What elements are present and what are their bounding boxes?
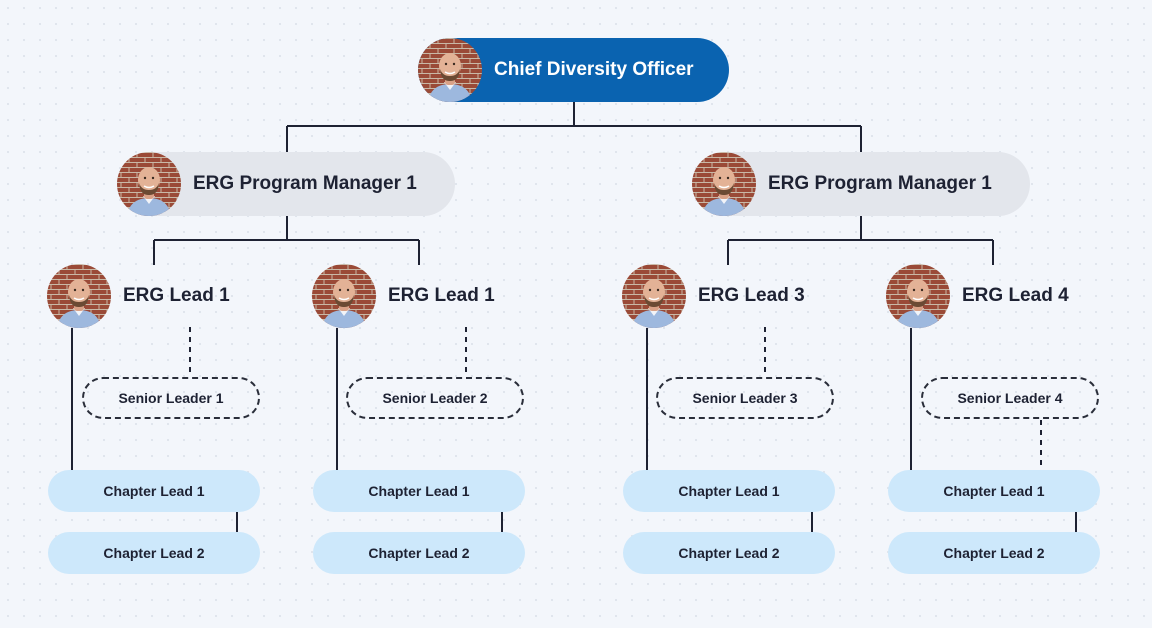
lead-node-2[interactable]: ERG Lead 1 (312, 264, 532, 328)
lead-1-title: ERG Lead 1 (123, 285, 230, 306)
senior-leader-3[interactable]: Senior Leader 3 (656, 377, 834, 419)
lead-node-4[interactable]: ERG Lead 4 (886, 264, 1106, 328)
lead-3-avatar (622, 264, 686, 328)
lead-4-avatar (886, 264, 950, 328)
chapter-lead-2-1[interactable]: Chapter Lead 1 (313, 470, 525, 512)
senior-leader-1[interactable]: Senior Leader 1 (82, 377, 260, 419)
connector-manager-1-leads (153, 216, 420, 265)
lead-node-1[interactable]: ERG Lead 1 (47, 264, 267, 328)
cdo-node[interactable]: Chief Diversity Officer (418, 38, 729, 102)
chapter-lead-1-2[interactable]: Chapter Lead 2 (48, 532, 260, 574)
dashed-senior-links (189, 327, 1042, 470)
chapter-lead-3-2[interactable]: Chapter Lead 2 (623, 532, 835, 574)
chapter-lead-4-2[interactable]: Chapter Lead 2 (888, 532, 1100, 574)
cdo-avatar (418, 38, 482, 102)
senior-leader-4[interactable]: Senior Leader 4 (921, 377, 1099, 419)
chapter-lead-2-2[interactable]: Chapter Lead 2 (313, 532, 525, 574)
manager-2-avatar (692, 152, 756, 216)
lead-3-title: ERG Lead 3 (698, 285, 805, 306)
senior-leader-2[interactable]: Senior Leader 2 (346, 377, 524, 419)
lead-2-title: ERG Lead 1 (388, 285, 495, 306)
chapter-lead-1-1[interactable]: Chapter Lead 1 (48, 470, 260, 512)
lead-1-avatar (47, 264, 111, 328)
connector-lead-chapters (71, 328, 912, 470)
manager-1-title: ERG Program Manager 1 (193, 173, 417, 194)
connector-manager-2-leads (727, 216, 994, 265)
lead-2-avatar (312, 264, 376, 328)
connector-cdo-managers (286, 100, 862, 152)
manager-1-avatar (117, 152, 181, 216)
manager-node-1[interactable]: ERG Program Manager 1 (117, 152, 455, 216)
lead-node-3[interactable]: ERG Lead 3 (622, 264, 842, 328)
chapter-lead-3-1[interactable]: Chapter Lead 1 (623, 470, 835, 512)
lead-4-title: ERG Lead 4 (962, 285, 1069, 306)
connector-chapter-links (236, 512, 1077, 532)
cdo-title: Chief Diversity Officer (494, 59, 694, 80)
manager-node-2[interactable]: ERG Program Manager 1 (692, 152, 1030, 216)
manager-2-title: ERG Program Manager 1 (768, 173, 992, 194)
chapter-lead-4-1[interactable]: Chapter Lead 1 (888, 470, 1100, 512)
